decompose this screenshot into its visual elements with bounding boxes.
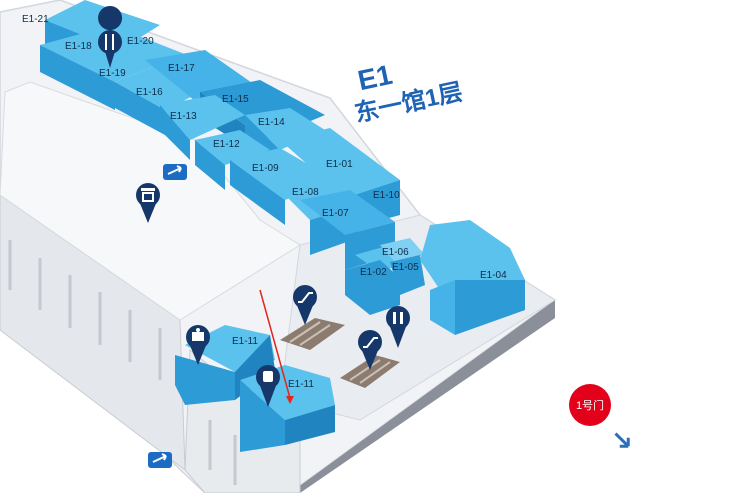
booth-label: E1-14	[258, 117, 285, 128]
booth-label: E1-13	[170, 111, 197, 122]
booth-label: E1-15	[222, 94, 249, 105]
booth-label: E1-08	[292, 187, 319, 198]
exit-arrow-icon	[614, 432, 630, 448]
service-desk-icon[interactable]	[186, 325, 210, 365]
booth-label: E1-17	[168, 63, 195, 74]
booth-label: E1-02	[360, 267, 387, 278]
booth-label: E1-01	[326, 159, 353, 170]
booth-label: E1-09	[252, 163, 279, 174]
pointer-arrowhead	[286, 396, 294, 404]
escalator-icon[interactable]	[293, 285, 317, 325]
restaurant-icon[interactable]	[98, 6, 123, 68]
building-shadow	[290, 300, 555, 493]
restroom-icon[interactable]	[386, 306, 410, 348]
booth-label: E1-21	[22, 14, 49, 25]
entrance-arrow-icon[interactable]	[163, 164, 187, 180]
gate-1-label: 1号门	[576, 398, 604, 412]
hall-code: E1	[355, 59, 395, 96]
booth-blocks	[40, 0, 525, 452]
booth-label: E1-06	[382, 247, 409, 258]
booth-label: E1-16	[136, 87, 163, 98]
escalator-steps-lower	[340, 355, 400, 388]
booth-label: E1-20	[127, 36, 154, 47]
booth-label: E1-18	[65, 41, 92, 52]
escalator-steps-upper	[280, 318, 345, 350]
wall-columns	[8, 240, 237, 485]
booth-labels: E1-21 E1-20 E1-18 E1-19 E1-17 E1-16 E1-1…	[22, 14, 507, 390]
booth-label: E1-05	[392, 262, 419, 273]
booth-label: E1-12	[213, 139, 240, 150]
booth-label: E1-19	[99, 68, 126, 79]
rest-area-icon[interactable]	[136, 183, 160, 223]
hall-title: E1 东一馆1层	[352, 59, 465, 128]
escalator-icon[interactable]	[358, 330, 382, 370]
pointer-line	[259, 289, 291, 399]
entrance-arrow-icon[interactable]	[148, 452, 172, 468]
booth-label: E1-07	[322, 208, 349, 219]
gate-1-marker[interactable]: 1号门	[569, 384, 611, 426]
info-icon[interactable]	[256, 365, 280, 407]
booth-label: E1-11	[288, 379, 314, 390]
booth-label: E1-11	[232, 336, 258, 347]
booth-label: E1-04	[480, 270, 507, 281]
booth-label: E1-10	[373, 190, 400, 201]
